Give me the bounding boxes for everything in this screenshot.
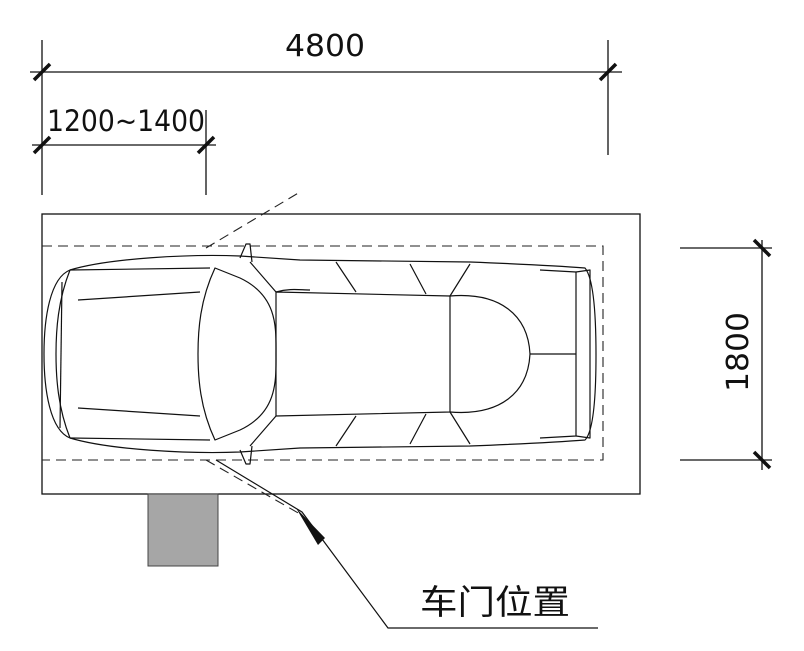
rear-window <box>449 294 531 414</box>
roof <box>275 291 451 417</box>
leader-arrow-icon <box>296 508 325 545</box>
door-swing-top <box>205 191 301 249</box>
door-swing-indicator <box>205 191 301 515</box>
tick-bottom <box>752 450 772 470</box>
hood-edge-bottom <box>69 437 211 441</box>
roof-edge <box>275 288 311 293</box>
door-position-label: 车门位置 <box>420 583 570 623</box>
dimension-door-offset <box>32 110 216 195</box>
door-swing-bottom <box>205 459 301 515</box>
hood-crease-top <box>77 291 201 301</box>
dimension-width <box>680 238 772 470</box>
vehicle-clearance-outline <box>41 245 604 461</box>
car-top-view <box>43 243 597 465</box>
hood-crease-bottom <box>77 407 201 417</box>
tick-left <box>32 62 52 82</box>
tick-top <box>752 238 772 258</box>
trunk-lid <box>530 269 577 439</box>
width-label: 1800 <box>721 312 756 392</box>
equipment-block <box>147 493 219 567</box>
tick-left <box>32 135 52 155</box>
windshield <box>197 267 277 441</box>
leader-line <box>215 459 598 629</box>
tick-right <box>598 62 618 82</box>
side-window-frames-bottom <box>249 411 471 447</box>
front-grille <box>59 281 63 429</box>
car-body <box>43 254 597 454</box>
door-offset-label: 1200~1400 <box>47 104 205 138</box>
overall-length-label: 4800 <box>285 29 365 64</box>
front-bumper <box>55 269 71 439</box>
rear-lights <box>575 269 591 439</box>
door-position-callout <box>215 459 598 629</box>
side-window-frames-top <box>249 261 471 297</box>
tick-right <box>196 135 216 155</box>
mirror-bottom <box>239 445 253 465</box>
dimension-overall-length <box>30 40 622 195</box>
mirror-top <box>239 243 253 263</box>
hood-edge-top <box>69 267 211 271</box>
